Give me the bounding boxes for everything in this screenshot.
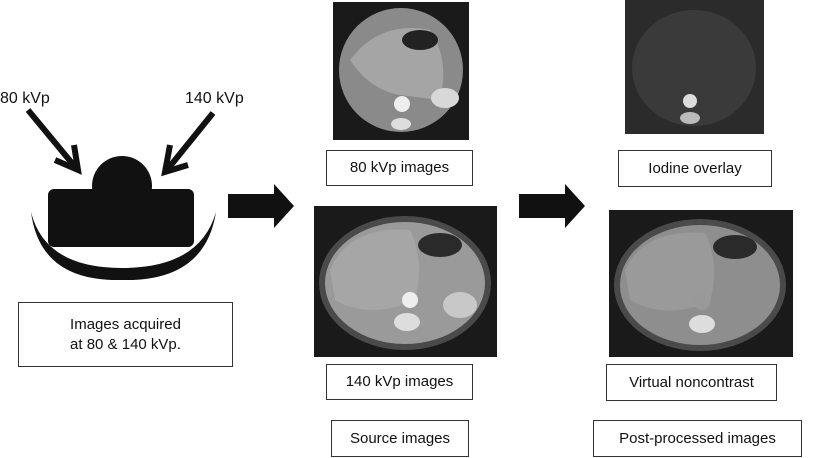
flow-arrow-2: [519, 184, 585, 228]
label-post-processed-images: Post-processed images: [593, 420, 802, 457]
beam-arrow-80kvp: [25, 108, 82, 175]
patient-body-icon: [48, 189, 194, 247]
label-140kvp: 140 kVp: [185, 90, 244, 107]
label-source-images: Source images: [331, 420, 469, 457]
acquisition-line-1: Images acquired: [70, 315, 181, 333]
label-iodine-overlay: Iodine overlay: [618, 150, 772, 187]
ct-image-iodine-overlay: [625, 0, 764, 134]
ct-image-virtual-noncontrast: [609, 210, 793, 357]
label-80kvp: 80 kVp: [0, 90, 50, 107]
ct-image-140kvp: [314, 206, 497, 357]
acquisition-box: Images acquired at 80 & 140 kVp.: [18, 302, 233, 367]
acquisition-line-2: at 80 & 140 kVp.: [70, 335, 181, 353]
label-140kvp-images: 140 kVp images: [326, 364, 473, 400]
ct-image-80kvp: [333, 2, 469, 140]
beam-arrow-140kvp: [161, 111, 216, 177]
label-virtual-noncontrast: Virtual noncontrast: [606, 364, 777, 401]
flow-arrow-1: [228, 184, 294, 228]
gantry-arc-icon: [31, 212, 216, 281]
label-80kvp-images: 80 kVp images: [326, 150, 473, 186]
